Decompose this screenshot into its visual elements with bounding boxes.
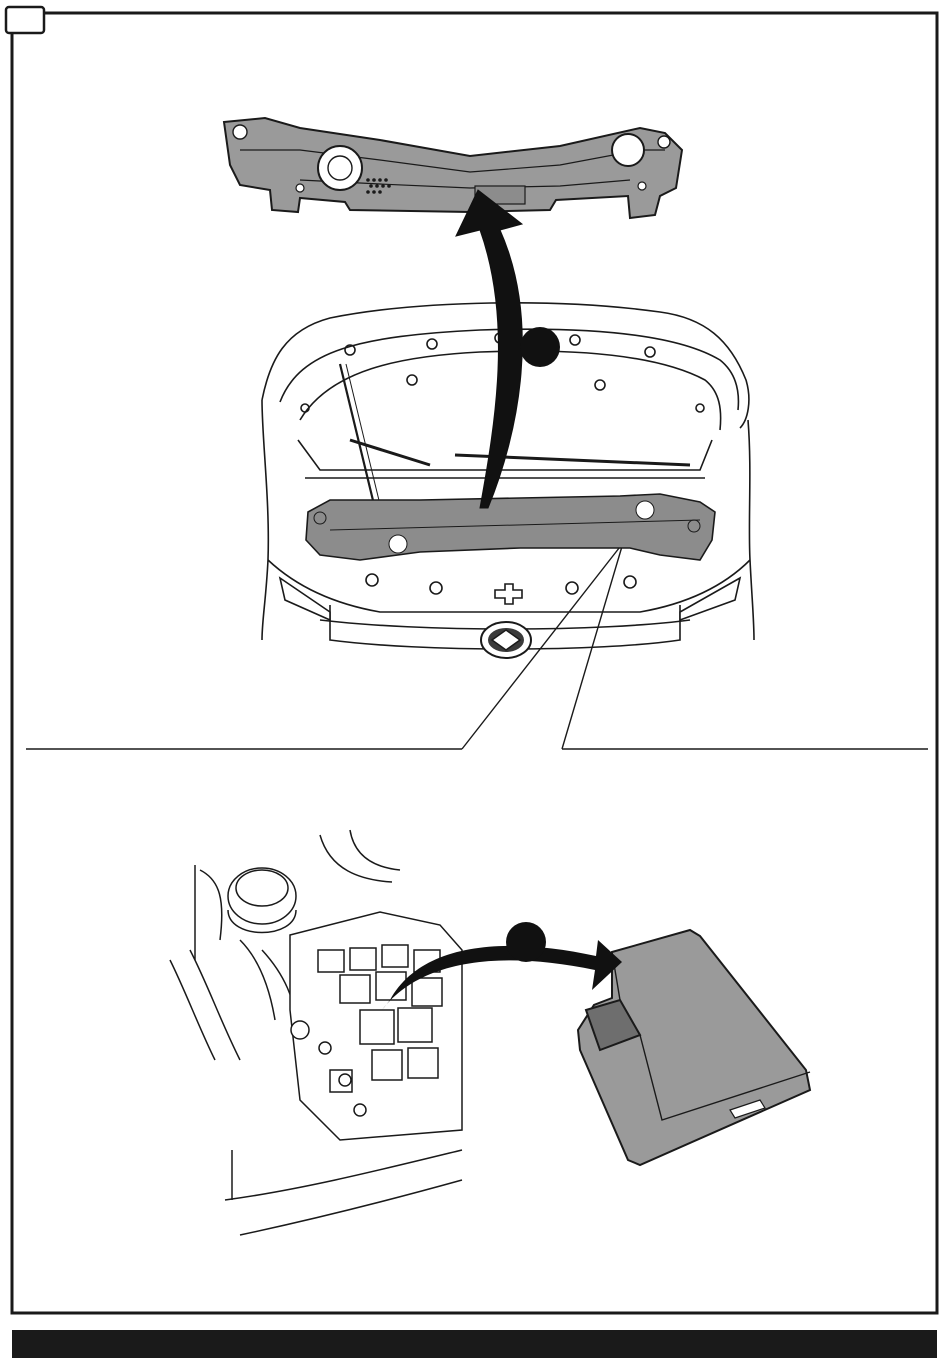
cowl-panel-installed bbox=[306, 494, 715, 560]
brand-logo-icon bbox=[481, 622, 531, 658]
tab-box-icon bbox=[6, 7, 44, 33]
footer-bar bbox=[12, 1330, 937, 1358]
step-marker-2-icon bbox=[506, 922, 546, 962]
cowl-panel-removed bbox=[224, 118, 682, 218]
engine-bay-fusebox bbox=[170, 830, 462, 1235]
step-marker-1-icon bbox=[520, 327, 560, 367]
